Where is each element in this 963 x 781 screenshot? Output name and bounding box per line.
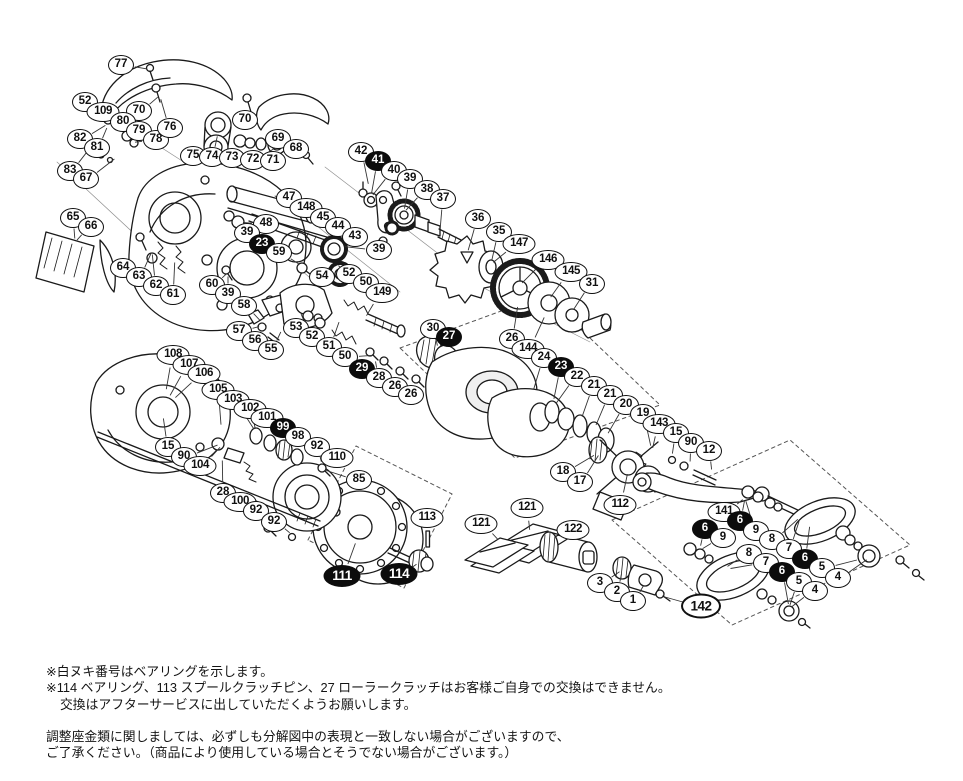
footnote-line: ご了承ください。（商品により使用している場合とそうでない場合がございます。） [46, 745, 518, 761]
callout-55: 55 [258, 340, 284, 360]
callout-114: 114 [380, 563, 418, 585]
callout-149: 149 [365, 283, 399, 303]
callout-36: 36 [465, 209, 491, 229]
callout-110: 110 [320, 448, 354, 468]
callout-71: 71 [260, 151, 286, 171]
footnote-line: ※114 ベアリング、113 スプールクラッチピン、27 ローラークラッチはお客… [46, 680, 671, 696]
callout-4: 4 [802, 581, 828, 601]
callout-92: 92 [261, 512, 287, 532]
callout-61: 61 [160, 285, 186, 305]
callout-58: 58 [231, 296, 257, 316]
callout-37: 37 [430, 189, 456, 209]
callout-142: 142 [681, 593, 721, 619]
callout-12: 12 [696, 441, 722, 461]
callout-76: 76 [157, 118, 183, 138]
callout-43: 43 [342, 227, 368, 247]
callout-4: 4 [825, 568, 851, 588]
callout-59: 59 [266, 243, 292, 263]
callout-70: 70 [232, 110, 258, 130]
callout-111: 111 [323, 565, 361, 587]
callout-67: 67 [73, 169, 99, 189]
callout-17: 17 [567, 472, 593, 492]
callout-39: 39 [366, 240, 392, 260]
callout-104: 104 [183, 456, 217, 476]
callout-66: 66 [78, 217, 104, 237]
footnote-bearing-block: ※白ヌキ番号はベアリングを示します。 ※114 ベアリング、113 スプールクラ… [46, 664, 671, 713]
footnote-line: 交換はアフターサービスに出していただくようお願いします。 [60, 696, 417, 712]
footnote-line: ※白ヌキ番号はベアリングを示します。 [46, 664, 273, 679]
callout-85: 85 [346, 470, 372, 490]
callout-48: 48 [253, 214, 279, 234]
callout-68: 68 [283, 139, 309, 159]
callout-122: 122 [556, 520, 590, 540]
footnote-line: 調整座金類に関しましては、必ずしも分解図中の表現と一致しない場合がございますので… [46, 729, 570, 744]
callout-113: 113 [410, 508, 444, 528]
callout-81: 81 [84, 138, 110, 158]
callout-147: 147 [502, 234, 536, 254]
callout-27: 27 [436, 327, 462, 347]
callout-1: 1 [620, 591, 646, 611]
callout-112: 112 [603, 495, 637, 515]
callout-54: 54 [309, 267, 335, 287]
callout-121: 121 [464, 514, 498, 534]
callout-77: 77 [108, 55, 134, 75]
callout-146: 146 [531, 250, 565, 270]
callout-145: 145 [554, 262, 588, 282]
callout-31: 31 [579, 274, 605, 294]
callout-121: 121 [510, 498, 544, 518]
callout-9: 9 [710, 528, 736, 548]
footnote-adjust-block: 調整座金類に関しましては、必ずしも分解図中の表現と一致しない場合がございますので… [46, 729, 570, 762]
callout-26: 26 [398, 385, 424, 405]
